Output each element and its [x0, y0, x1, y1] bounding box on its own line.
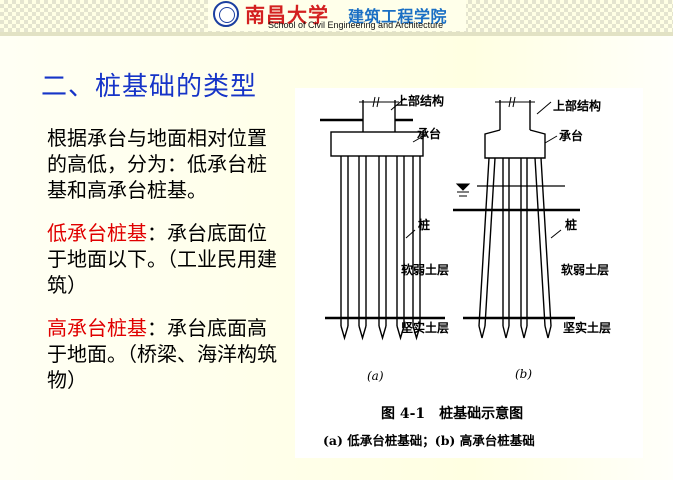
- header-divider: [0, 32, 673, 36]
- low-cap-paragraph: 低承台桩基：承台底面位于地面以下。（工业民用建筑）: [47, 220, 279, 298]
- pile-foundation-figure: 上部结构 承台 桩 软弱土层 坚实土层 (a) 上部结构 承台 桩 软弱土层 坚…: [295, 88, 643, 458]
- college-name-en: School of Civil Engineering and Architec…: [268, 20, 444, 30]
- label-a-superstructure: 上部结构: [396, 93, 444, 108]
- pile-diagram: 上部结构 承台 桩 软弱土层 坚实土层 (a) 上部结构 承台 桩 软弱土层 坚…: [320, 93, 611, 448]
- label-a-pile: 桩: [418, 217, 430, 232]
- label-b-soft-layer: 软弱土层: [561, 262, 609, 277]
- university-name: 南昌大学: [245, 3, 329, 27]
- low-cap-term: 低承台桩基: [47, 221, 147, 245]
- high-cap-paragraph: 高承台桩基：承台底面高于地面。（桥梁、海洋构筑物）: [47, 315, 279, 393]
- intro-paragraph: 根据承台与地面相对位置的高低，分为：低承台桩基和高承台桩基。: [47, 126, 267, 202]
- college-name: 建筑工程学院: [348, 7, 448, 26]
- low-cap-description: ：承台底面位于地面以下。（工业民用建筑）: [47, 221, 277, 297]
- label-a-cap: 承台: [417, 126, 441, 141]
- figure-caption-title: 图 4-1 桩基础示意图: [381, 405, 523, 422]
- university-seal-icon: [213, 1, 239, 27]
- diagram-a: [320, 96, 445, 341]
- label-b-hard-layer: 坚实土层: [563, 320, 611, 335]
- diagram-b: [453, 96, 580, 339]
- figure-caption-subtitle: (a) 低承台桩基础；(b) 高承台桩基础: [323, 433, 535, 448]
- high-cap-term: 高承台桩基: [47, 316, 147, 340]
- label-a-soft-layer: 软弱土层: [401, 262, 449, 277]
- label-a-hard-layer: 坚实土层: [401, 320, 449, 335]
- high-cap-description: ：承台底面高于地面。（桥梁、海洋构筑物）: [47, 316, 277, 392]
- logo-area: [208, 0, 466, 31]
- label-a-tag: (a): [367, 369, 384, 383]
- label-b-tag: (b): [515, 367, 532, 381]
- slide-title: 二、桩基础的类型: [41, 72, 258, 102]
- label-b-cap: 承台: [559, 128, 583, 143]
- label-b-pile: 桩: [565, 217, 577, 232]
- label-b-superstructure: 上部结构: [553, 98, 601, 113]
